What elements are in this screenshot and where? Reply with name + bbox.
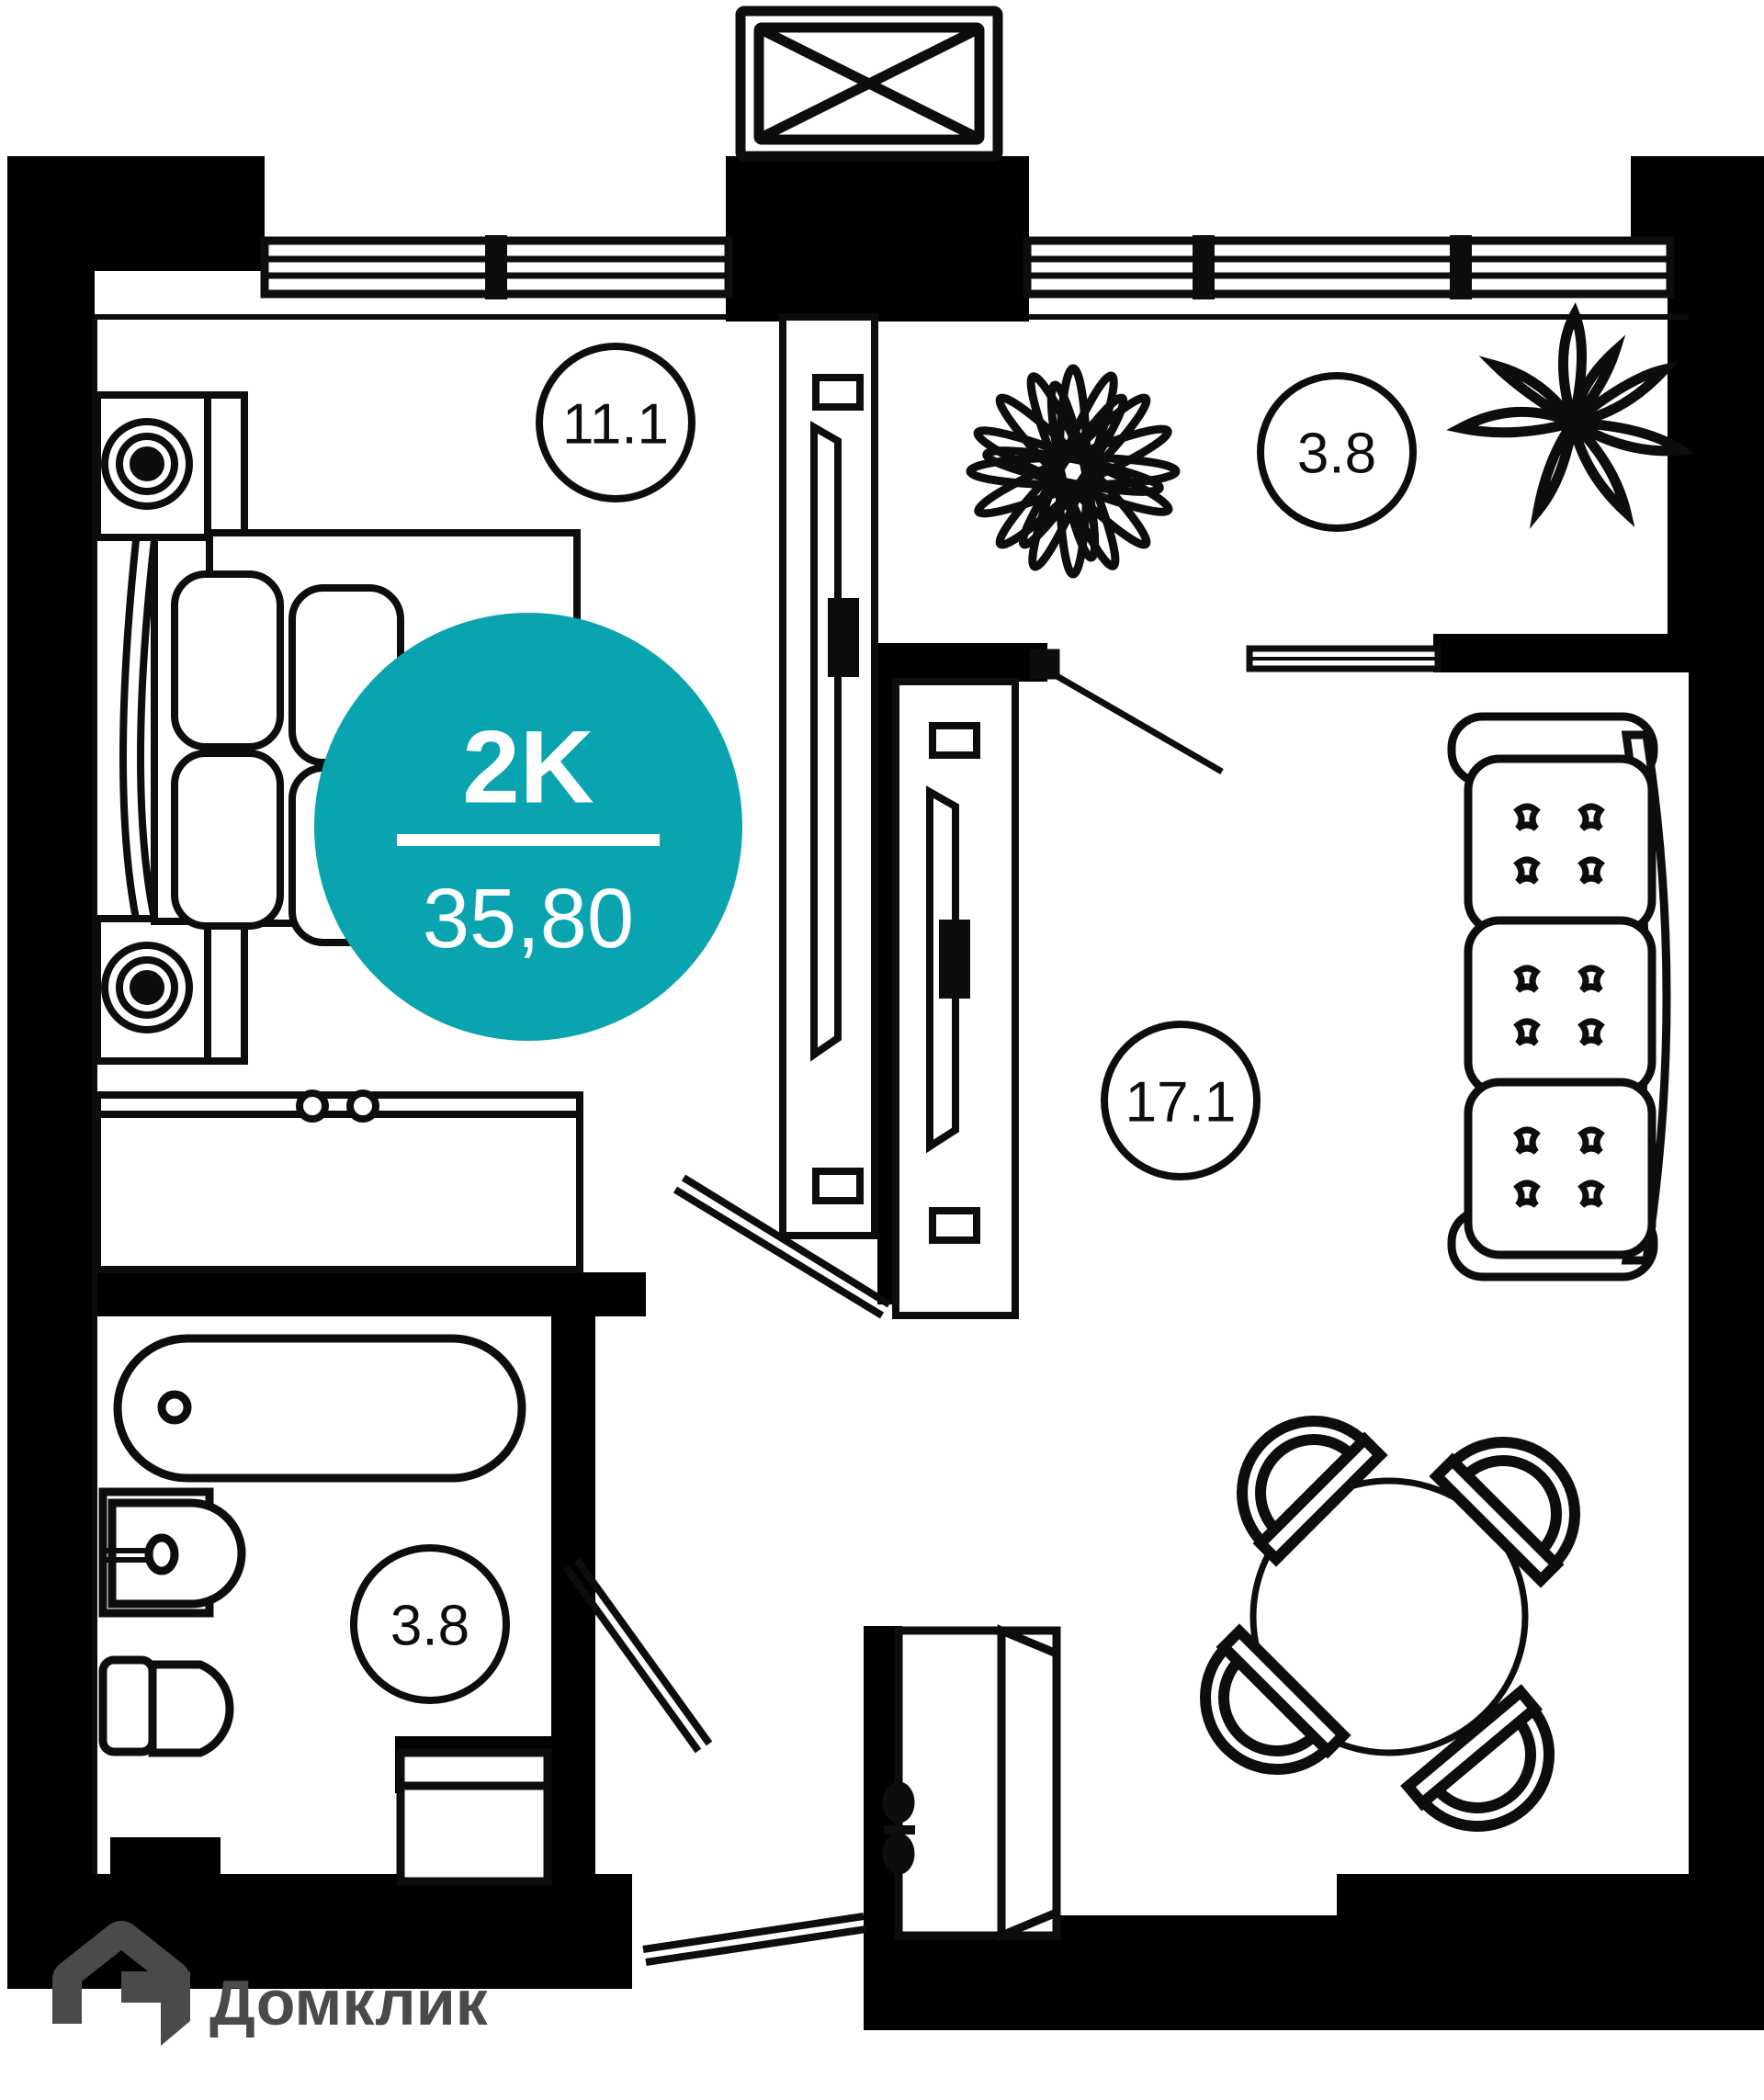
desk [94, 1090, 583, 1273]
house-logo-icon [51, 1920, 191, 2046]
window-balcony [1023, 235, 1675, 299]
ac-unit-icon [735, 6, 1003, 162]
balcony-plant-leafy-icon [1446, 302, 1697, 529]
washbasin [98, 1487, 246, 1618]
area-value-bathroom: 3.8 [390, 1595, 469, 1658]
dining-set [1200, 1416, 1580, 1832]
bathroom-door [562, 1557, 713, 1754]
badge-rooms-label: 2K [462, 710, 594, 825]
washing-machine [396, 1748, 552, 1886]
sofa [1447, 712, 1671, 1281]
watermark-brand-text: Домклик [209, 1967, 489, 2038]
nightstand-top [94, 391, 248, 541]
toilet [98, 1655, 234, 1757]
bathtub [113, 1334, 526, 1483]
dining-chair [1200, 1623, 1351, 1775]
apartment-type-badge: 2K 35,80 [314, 613, 742, 1041]
domklik-watermark: Домклик [51, 1920, 489, 2046]
window-bedroom [260, 235, 733, 299]
bedroom-door [673, 1174, 892, 1319]
area-value-living: 17.1 [1125, 1071, 1237, 1135]
area-value-balcony: 3.8 [1297, 423, 1376, 486]
badge-area-value: 35,80 [423, 872, 634, 965]
area-label-bathroom: 3.8 [350, 1544, 510, 1704]
area-label-bedroom: 11.1 [536, 343, 695, 502]
sofa-tufting [1513, 803, 1605, 1208]
balcony-door-sill [1029, 645, 1442, 680]
dining-table [1250, 1477, 1529, 1756]
wardrobe-living [892, 678, 1019, 1319]
area-label-balcony: 3.8 [1257, 372, 1417, 532]
dining-chair [1400, 1684, 1555, 1832]
nightstand-bottom [94, 915, 248, 1065]
wardrobe-bedroom [779, 313, 878, 1239]
entry-door [882, 1624, 1061, 1942]
entry-door-swing [642, 1913, 867, 1966]
balcony-plant-spiky-icon [966, 364, 1181, 579]
dining-chair [1429, 1437, 1580, 1588]
area-value-bedroom: 11.1 [562, 393, 669, 457]
dining-chair [1237, 1416, 1388, 1567]
area-label-living: 17.1 [1101, 1021, 1261, 1180]
balcony-door-swing [1046, 667, 1224, 775]
wall-structure [7, 156, 1764, 2030]
